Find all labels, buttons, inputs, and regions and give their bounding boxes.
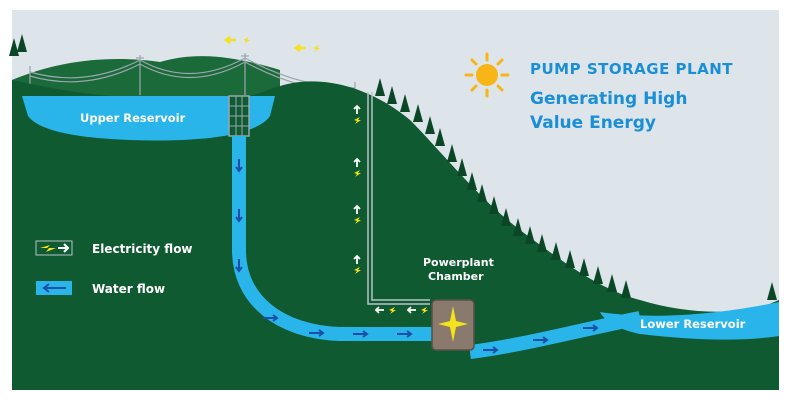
electricity-bolt-icon [354,117,361,124]
tree [607,274,617,292]
legend-electricity-label: Electricity flow [92,242,193,256]
sun-icon [464,52,510,98]
upper-reservoir-label: Upper Reservoir [80,111,186,125]
tree [413,104,423,122]
tree [537,234,547,252]
intake-grid [229,96,249,136]
water-arrow [353,330,369,338]
tree [565,250,575,268]
legend-water-icon [36,281,72,295]
electricity-left-marker [406,306,416,314]
tree [467,172,477,190]
electricity-bolt-icon [354,217,361,224]
upper-reservoir [22,96,275,141]
water-arrow [235,259,243,273]
tree [447,144,457,162]
electricity-up-marker [353,254,361,264]
spark-icon [438,306,468,342]
electricity-bolt-icon [389,307,396,314]
legend: Electricity flow Water flow [35,240,193,296]
lower-reservoir-label: Lower Reservoir [640,317,746,331]
lower-reservoir [600,302,779,340]
water-arrow [235,159,243,173]
electricity-sky-marker [223,36,236,44]
water-arrow [583,324,599,332]
electricity-left-marker [374,306,384,314]
water-arrow [397,330,413,338]
water-arrow [483,346,499,354]
tree [489,196,499,214]
tree [9,38,19,56]
tree [425,116,435,134]
mountain [12,80,779,390]
electricity-bolt-icon [354,170,361,177]
tree [435,128,445,146]
electricity-bolt-icon [243,37,250,44]
water-arrow [235,209,243,223]
diagram-subtitle-line2: Value Energy [530,113,656,133]
tree [593,266,603,284]
tree [387,86,397,104]
water-arrow [309,329,325,337]
tree [17,34,27,52]
electricity-bolt-icon [354,267,361,274]
legend-water-label: Water flow [92,282,165,296]
electricity-up-marker [353,104,361,114]
tree [457,158,467,176]
tree [551,242,561,260]
forest-trees [9,34,777,300]
water-arrow [263,314,279,322]
tree [621,280,631,298]
electricity-bolt-icon [421,307,428,314]
tree [501,208,511,226]
diagram-title: PUMP STORAGE PLANT [530,60,733,78]
chamber-label-line1: Powerplant [423,256,494,269]
electricity-sky-marker [293,44,306,52]
tree [477,184,487,202]
electricity-up-marker [353,204,361,214]
power-cable [367,92,430,305]
water-arrow [533,336,549,344]
chamber-label-line2: Chamber [428,270,484,283]
tree [525,226,535,244]
tree [767,282,777,300]
diagram-subtitle-line1: Generating High [530,89,687,109]
legend-electricity-icon [35,240,73,256]
electricity-flow-markers [223,36,428,314]
tree [375,78,385,96]
tree [513,218,523,236]
water-flow-arrows [235,159,599,354]
electricity-bolt-icon [313,45,320,52]
tree [579,258,589,276]
tree [400,94,410,112]
electricity-up-marker [353,157,361,167]
